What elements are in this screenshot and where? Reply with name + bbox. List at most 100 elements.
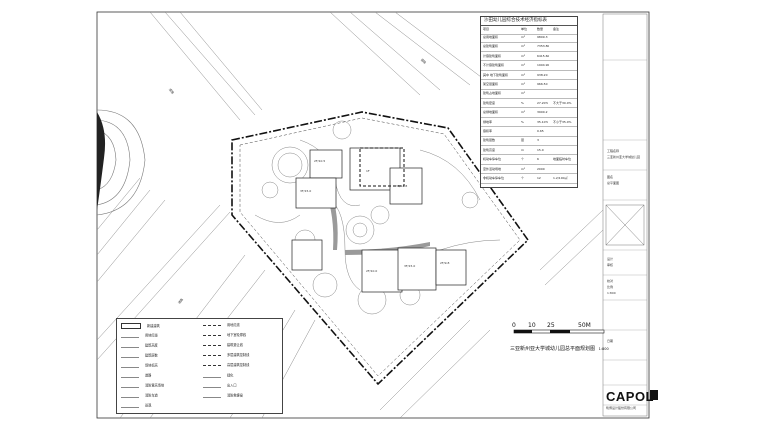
legend-symbol	[203, 334, 221, 336]
legend-label: 建筑高度	[145, 343, 158, 348]
table-cell: 35.10%	[537, 119, 549, 124]
table-cell: m²	[521, 53, 526, 58]
company-logo-mark	[650, 390, 658, 400]
legend-label: 地下室轮廓线	[227, 333, 247, 337]
table-cell: m²	[521, 44, 526, 49]
legend-symbol	[203, 344, 221, 346]
table-cell: 建筑占地面积	[483, 91, 502, 96]
table-cell: 建筑高度	[483, 147, 496, 152]
table-cell: 个	[521, 176, 525, 180]
legend-item: 用地红线	[203, 323, 240, 327]
table-cell: 27.20%	[537, 100, 549, 105]
site-boundary	[231, 111, 530, 386]
table-cell: 1904.90	[537, 63, 550, 68]
table-cell: 容积率	[483, 129, 493, 133]
legend-symbol	[121, 383, 139, 388]
title-block-field: 1:800	[607, 291, 616, 295]
legend-symbol	[203, 373, 221, 378]
table-cell: 绿地率	[483, 119, 493, 124]
legend-symbol	[121, 373, 139, 378]
table-cell: 室外活动场地	[483, 166, 502, 171]
legend-label: 出入口	[227, 383, 237, 388]
table-cell: 6	[537, 157, 539, 162]
table-cell: %	[521, 119, 524, 124]
legend-label: 绿化	[227, 373, 234, 378]
table-cell: 不计容建筑面积	[483, 63, 505, 68]
legend-item: 高层建筑控制线	[203, 363, 249, 367]
legend-label: 道路	[145, 373, 152, 378]
table-cell: m²	[521, 166, 526, 171]
table-row: 容积率 0.65	[481, 128, 577, 137]
table-cell: 3900.2	[537, 110, 548, 115]
legend-label: 新建建筑	[147, 324, 160, 328]
table-cell: 单位	[521, 27, 528, 31]
table-cell: m²	[521, 82, 526, 86]
legend-label: 用地红线	[145, 333, 158, 338]
table-cell: 计容建筑面积	[483, 53, 502, 58]
table-cell: 数量	[537, 27, 544, 31]
legend-item: 建筑层数	[121, 353, 158, 358]
legend-label: 景观	[145, 403, 152, 408]
table-cell: 非机动车停车位	[483, 176, 505, 180]
building-label-5: 2F/10.0	[366, 269, 378, 273]
title-block-field: 校对	[607, 279, 614, 283]
table-cell: 总用地面积	[483, 35, 499, 39]
legend-item: 道路	[121, 373, 151, 378]
legend-label: 多层建筑控制线	[227, 353, 250, 357]
plan-title-text: 三亚新州亚大学城幼儿园总平面规划图	[510, 346, 596, 352]
table-cell: 12	[537, 176, 541, 180]
legend: 新建建筑用地红线建筑高度建筑层数场地标高道路消防登高场地消防车道景观用地红线地下…	[116, 318, 283, 414]
fire-zone	[359, 147, 405, 187]
table-cell: m²	[521, 91, 526, 96]
buildings	[291, 147, 467, 293]
key-plan	[605, 204, 645, 246]
scale-mark-0: 0	[512, 322, 516, 329]
legend-item: 消防车道	[121, 393, 158, 398]
building-label-4: 3F/14.8	[396, 184, 408, 188]
legend-symbol	[203, 393, 221, 398]
table-cell: 备注	[553, 27, 560, 31]
table-cell: 3	[537, 138, 539, 143]
legend-symbol	[121, 353, 139, 358]
table-cell: 0.65	[537, 129, 544, 133]
legend-label: 用地红线	[227, 323, 240, 327]
title-block-field: 总平面图	[607, 181, 620, 185]
table-cell: 层	[521, 138, 525, 143]
title-block-field: 三亚新州亚大学城幼儿园	[607, 155, 641, 159]
legend-symbol	[121, 343, 139, 348]
table-row: 建筑占地面积 m²	[481, 90, 577, 99]
legend-item: 地下室轮廓线	[203, 333, 246, 337]
scale-bar	[513, 329, 605, 334]
table-cell: 建筑密度	[483, 100, 496, 105]
table-row: 绿地率%35.10%不小于35.0%	[481, 119, 577, 128]
table-cell: 总绿地面积	[483, 110, 499, 115]
legend-label: 建筑层数	[145, 353, 158, 358]
legend-symbol	[203, 354, 221, 356]
title-block-lines	[603, 59, 647, 406]
table-cell: 2000	[537, 166, 545, 171]
legend-label: 场地标高	[145, 363, 158, 368]
plan-title: 三亚新州亚大学城幼儿园总平面规划图 1:800	[510, 345, 609, 352]
legend-item: 建筑高度	[121, 343, 158, 348]
table-cell: 架空层面积	[483, 82, 499, 86]
legend-item: 用地红线	[121, 333, 158, 338]
building-label-7: 2F/9.8	[440, 261, 450, 265]
table-cell: 总建筑面积	[483, 44, 499, 49]
legend-symbol	[121, 323, 141, 329]
legend-label: 消防登高场地	[145, 383, 165, 388]
legend-item: 新建建筑	[121, 323, 160, 329]
building-label-3: 1F	[366, 169, 370, 173]
legend-item: 多层建筑控制线	[203, 353, 249, 357]
title-block-field: 日期	[607, 339, 614, 343]
table-cell: 9809.3	[537, 35, 548, 39]
